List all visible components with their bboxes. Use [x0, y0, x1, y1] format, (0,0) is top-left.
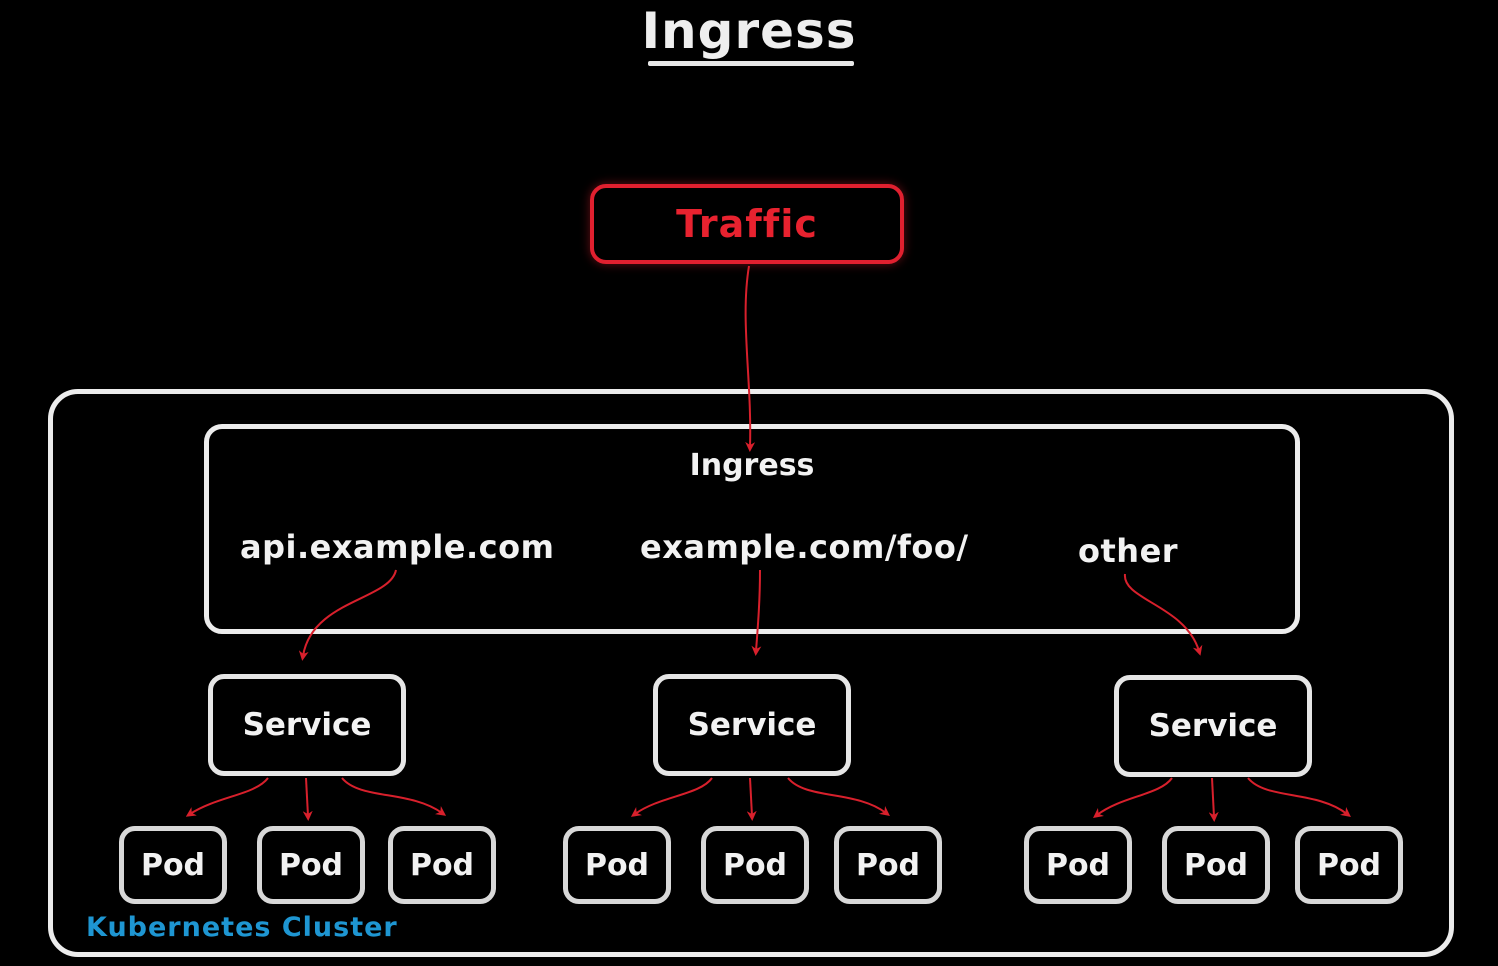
- pod-label: Pod: [140, 847, 206, 883]
- pod-label: Pod: [855, 847, 921, 883]
- service-node-3: Service: [1114, 675, 1312, 777]
- service-label: Service: [687, 707, 817, 743]
- pod-label: Pod: [1183, 847, 1249, 883]
- service-node-1: Service: [208, 674, 406, 776]
- pod-label: Pod: [409, 847, 475, 883]
- pod-node: Pod: [257, 826, 365, 904]
- service-label: Service: [1148, 708, 1278, 744]
- pod-label: Pod: [1316, 847, 1382, 883]
- service-node-2: Service: [653, 674, 851, 776]
- traffic-node: Traffic: [590, 184, 904, 264]
- pod-node: Pod: [563, 826, 671, 904]
- pod-node: Pod: [119, 826, 227, 904]
- traffic-label: Traffic: [676, 202, 818, 246]
- ingress-rule-foo-path: example.com/foo/: [640, 528, 969, 566]
- pod-node: Pod: [701, 826, 809, 904]
- pod-label: Pod: [278, 847, 344, 883]
- ingress-node: [204, 424, 1300, 634]
- pod-node: Pod: [1295, 826, 1403, 904]
- pod-node: Pod: [388, 826, 496, 904]
- pod-label: Pod: [1045, 847, 1111, 883]
- ingress-label: Ingress: [689, 448, 815, 483]
- service-label: Service: [242, 707, 372, 743]
- ingress-rule-api-host: api.example.com: [240, 528, 555, 566]
- pod-node: Pod: [834, 826, 942, 904]
- ingress-rule-other: other: [1078, 532, 1179, 570]
- pod-node: Pod: [1024, 826, 1132, 904]
- pod-label: Pod: [722, 847, 788, 883]
- title-underline: [648, 61, 854, 66]
- pod-node: Pod: [1162, 826, 1270, 904]
- pod-label: Pod: [584, 847, 650, 883]
- kubernetes-cluster-label: Kubernetes Cluster: [86, 912, 398, 943]
- diagram-title: Ingress: [641, 2, 857, 60]
